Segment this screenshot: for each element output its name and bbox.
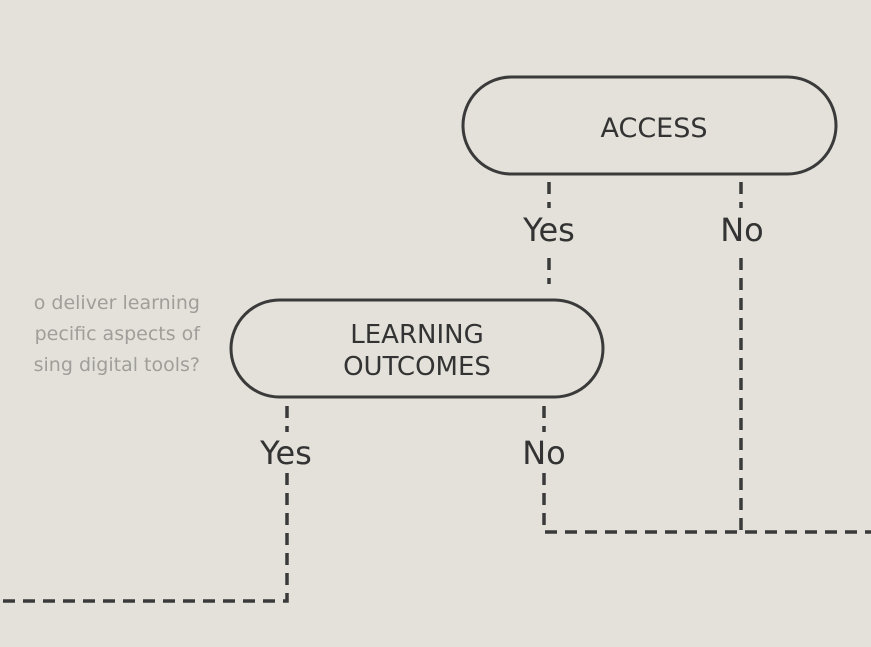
learning-outcomes-label-line: LEARNING <box>350 320 483 350</box>
side-question-text: o deliver learning pecific aspects of si… <box>0 288 200 381</box>
outcomes-yes-label: Yes <box>259 434 312 472</box>
learning-outcomes-node[interactable] <box>229 298 605 399</box>
access-yes-label: Yes <box>522 211 575 249</box>
side-question-line: sing digital tools? <box>33 354 200 376</box>
outcomes-yes-connector <box>0 473 289 603</box>
outcomes-no-connector <box>542 473 871 534</box>
side-question-line: pecific aspects of <box>34 323 200 345</box>
outcomes-no-label: No <box>522 434 566 472</box>
access-node-label: ACCESS <box>600 113 707 144</box>
learning-outcomes-label-line: OUTCOMES <box>343 352 491 382</box>
side-question-line: o deliver learning <box>33 292 200 314</box>
access-node[interactable] <box>461 75 838 176</box>
access-no-label: No <box>720 211 764 249</box>
